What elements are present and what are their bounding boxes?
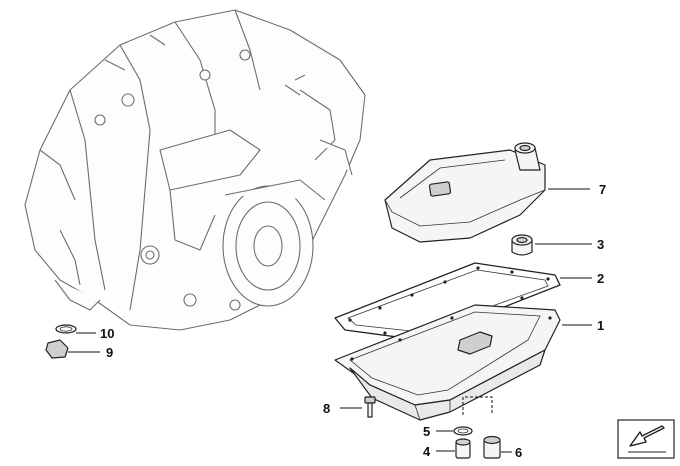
callout-1: 1 — [597, 318, 604, 333]
callout-4: 4 — [423, 444, 431, 459]
callout-7: 7 — [599, 182, 606, 197]
part-screw — [364, 396, 376, 418]
part-drain-plug-left — [455, 438, 471, 459]
callout-9: 9 — [106, 345, 113, 360]
part-drain-plug-right — [483, 435, 501, 459]
part-sealing-ring — [453, 426, 473, 436]
part-screw-plug — [45, 339, 69, 359]
transmission-housing — [24, 9, 366, 331]
callout-8: 8 — [323, 401, 330, 416]
part-gasket — [334, 262, 561, 341]
part-oil-pan — [334, 304, 561, 421]
part-sealing-ring-small — [55, 324, 77, 334]
callout-6: 6 — [515, 445, 522, 460]
callout-5: 5 — [423, 424, 430, 439]
part-seal-ring — [511, 234, 533, 256]
callout-3: 3 — [597, 237, 604, 252]
drain-plug-dashed-link — [462, 396, 493, 415]
callout-2: 2 — [597, 271, 604, 286]
part-filter — [384, 142, 546, 243]
leader-lines — [68, 188, 592, 453]
callout-10: 10 — [100, 326, 114, 341]
arrow-down-left-icon[interactable] — [617, 419, 675, 459]
